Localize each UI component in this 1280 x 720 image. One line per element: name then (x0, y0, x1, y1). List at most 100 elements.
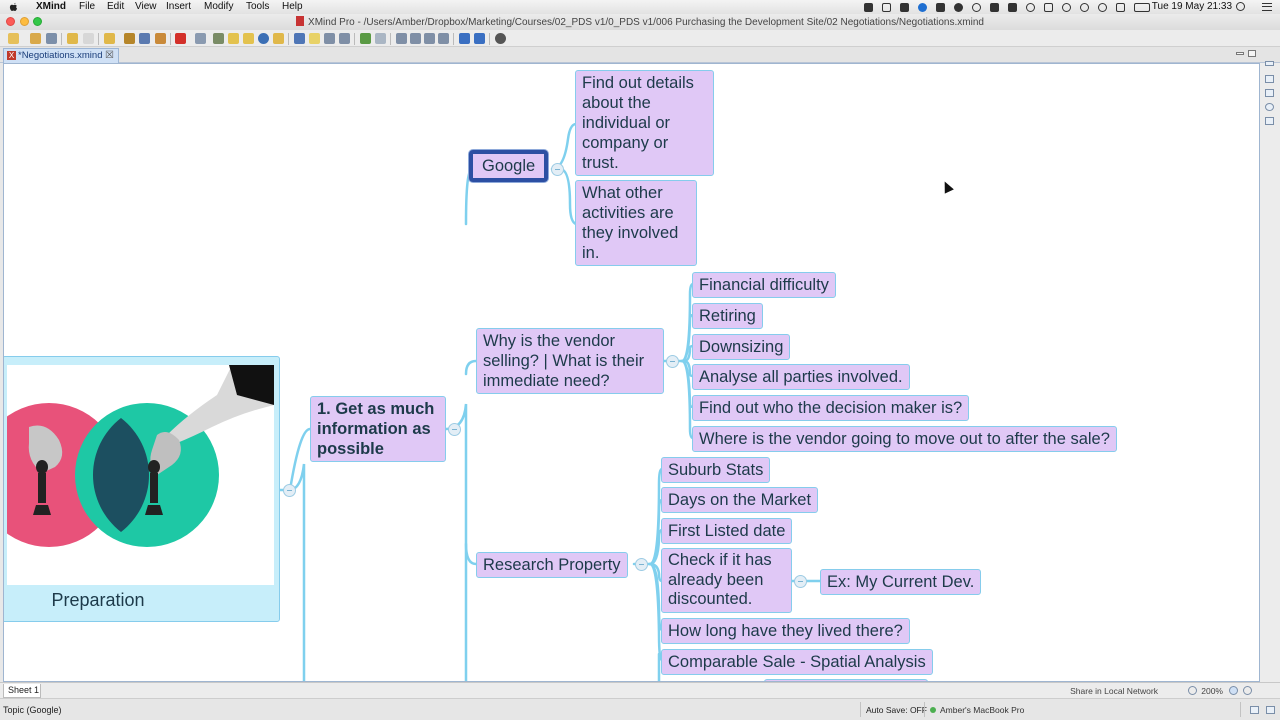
attachment-icon[interactable] (273, 33, 284, 44)
relationship-icon[interactable] (155, 33, 166, 44)
mindmap-canvas[interactable]: Preparation 1. Get as much information a… (3, 63, 1260, 682)
menu-edit[interactable]: Edit (107, 1, 125, 12)
note-icon[interactable] (228, 33, 239, 44)
topic-partially-visible[interactable] (764, 679, 928, 681)
notification-center-icon[interactable] (1262, 3, 1272, 11)
collapse-research-property-icon[interactable] (635, 558, 648, 571)
topic-suburb-stats[interactable]: Suburb Stats (661, 457, 771, 483)
collapse-google-icon[interactable] (551, 163, 564, 176)
zoom-level[interactable]: 200% (1201, 686, 1223, 696)
panel-minimize-icon[interactable] (1265, 61, 1274, 66)
topic-financial-difficulty[interactable]: Financial difficulty (692, 272, 836, 298)
topic-icon[interactable] (104, 33, 115, 44)
label-icon[interactable] (243, 33, 254, 44)
bluetooth-icon[interactable] (1062, 2, 1071, 12)
minimize-editor-icon[interactable] (1236, 52, 1244, 55)
panel-overview-icon[interactable] (1265, 117, 1274, 125)
share-local-network-link[interactable]: Share in Local Network (1070, 686, 1158, 696)
menu-view[interactable]: View (135, 1, 157, 12)
t-badge-icon[interactable] (918, 2, 927, 12)
apple-icon[interactable] (9, 1, 18, 12)
topic-vendor-move-out[interactable]: Where is the vendor going to move out to… (692, 426, 1117, 452)
sheet-tab[interactable]: Sheet 1 (3, 684, 41, 698)
minimize-window-icon[interactable] (20, 17, 29, 26)
topic-decision-maker[interactable]: Find out who the decision maker is? (692, 395, 970, 421)
app-menu[interactable]: XMind (36, 1, 66, 12)
wifi-icon[interactable] (1098, 2, 1107, 12)
camera-icon[interactable] (900, 2, 909, 12)
maximize-editor-icon[interactable] (1248, 50, 1256, 57)
close-window-icon[interactable] (6, 17, 15, 26)
topic-days-on-market[interactable]: Days on the Market (661, 487, 819, 513)
image-icon[interactable] (195, 33, 206, 44)
gantt-view-icon[interactable] (410, 33, 421, 44)
central-topic[interactable]: Preparation (4, 356, 280, 622)
topic-how-long-lived[interactable]: How long have they lived there? (661, 618, 910, 644)
upload-icon[interactable] (474, 33, 485, 44)
panel-search-icon[interactable] (1265, 103, 1274, 111)
topic-vendor-selling[interactable]: Why is the vendor selling? | What is the… (476, 328, 664, 394)
menu-tools[interactable]: Tools (246, 1, 270, 12)
evernote-icon[interactable] (864, 2, 873, 12)
boundary-icon[interactable] (294, 33, 305, 44)
device-status[interactable]: Amber's MacBook Pro (930, 705, 1024, 715)
bell-icon[interactable] (954, 2, 963, 12)
topic-check-discounted[interactable]: Check if it has already been discounted. (661, 548, 792, 613)
close-tab-icon[interactable]: ☒ (105, 50, 114, 61)
summary-icon[interactable] (324, 33, 335, 44)
settings-gear-icon[interactable] (495, 33, 506, 44)
panel-properties-icon[interactable] (1265, 89, 1274, 97)
topic-other-activities[interactable]: What other activities are they involved … (575, 180, 697, 266)
time-machine-icon[interactable] (1080, 2, 1089, 12)
user-icon[interactable] (936, 2, 945, 12)
zoom-out-icon[interactable] (1188, 686, 1197, 695)
topic-google[interactable]: Google (469, 150, 549, 182)
filter-icon[interactable] (360, 33, 371, 44)
battery-icon[interactable] (1134, 2, 1150, 12)
main-topic[interactable]: 1. Get as much information as possible (310, 396, 446, 462)
tab-negotiations[interactable]: X *Negotiations.xmind ☒ (3, 48, 119, 63)
menu-insert[interactable]: Insert (166, 1, 192, 12)
collapse-central-icon[interactable] (283, 484, 296, 497)
font-icon[interactable] (1008, 2, 1017, 12)
share-icon[interactable] (459, 33, 470, 44)
zoom-in-icon[interactable] (1229, 686, 1238, 695)
structure-icon[interactable] (339, 33, 350, 44)
menu-modify[interactable]: Modify (204, 1, 234, 12)
topic-research-property[interactable]: Research Property (476, 552, 628, 578)
cloud-icon[interactable] (1026, 2, 1035, 12)
screen-icon[interactable] (882, 2, 891, 12)
zoom-window-icon[interactable] (33, 17, 42, 26)
collapse-check-discounted-icon[interactable] (794, 575, 807, 588)
open-icon[interactable] (30, 33, 41, 44)
topic-find-out-details[interactable]: Find out details about the individual or… (575, 70, 714, 176)
topic-comparable-sale[interactable]: Comparable Sale - Spatial Analysis (661, 649, 933, 675)
spotlight-icon[interactable] (1236, 2, 1245, 11)
marker-icon[interactable] (213, 33, 224, 44)
menu-help[interactable]: Help (282, 1, 303, 12)
pdf-icon[interactable] (990, 2, 999, 12)
auto-save-toggle[interactable]: Auto Save: OFF (866, 705, 927, 715)
airplay-icon[interactable] (1044, 2, 1053, 12)
status-panel-icon-1[interactable] (1250, 706, 1259, 714)
detached-icon[interactable] (139, 33, 150, 44)
fit-map-icon[interactable] (1243, 686, 1252, 695)
fit-view-icon[interactable] (438, 33, 449, 44)
new-icon[interactable] (8, 33, 19, 44)
presentation-icon[interactable] (175, 33, 186, 44)
topic-downsizing[interactable]: Downsizing (692, 334, 791, 360)
filter-funnel-icon[interactable] (1167, 686, 1176, 695)
menu-file[interactable]: File (79, 1, 96, 12)
outline-view-icon[interactable] (396, 33, 407, 44)
topic-ex-current-dev[interactable]: Ex: My Current Dev. (820, 569, 982, 595)
collapse-vendor-icon[interactable] (666, 355, 679, 368)
topic-first-listed[interactable]: First Listed date (661, 518, 793, 544)
topic-retiring[interactable]: Retiring (692, 303, 763, 329)
topic-analyse-parties[interactable]: Analyse all parties involved. (692, 364, 910, 390)
globe-icon[interactable] (258, 33, 269, 44)
info-icon[interactable] (972, 2, 981, 12)
status-panel-icon-2[interactable] (1266, 706, 1275, 714)
redo-icon[interactable] (83, 33, 94, 44)
collapse-main-topic-icon[interactable] (448, 423, 461, 436)
panel-outline-icon[interactable] (1265, 75, 1274, 83)
